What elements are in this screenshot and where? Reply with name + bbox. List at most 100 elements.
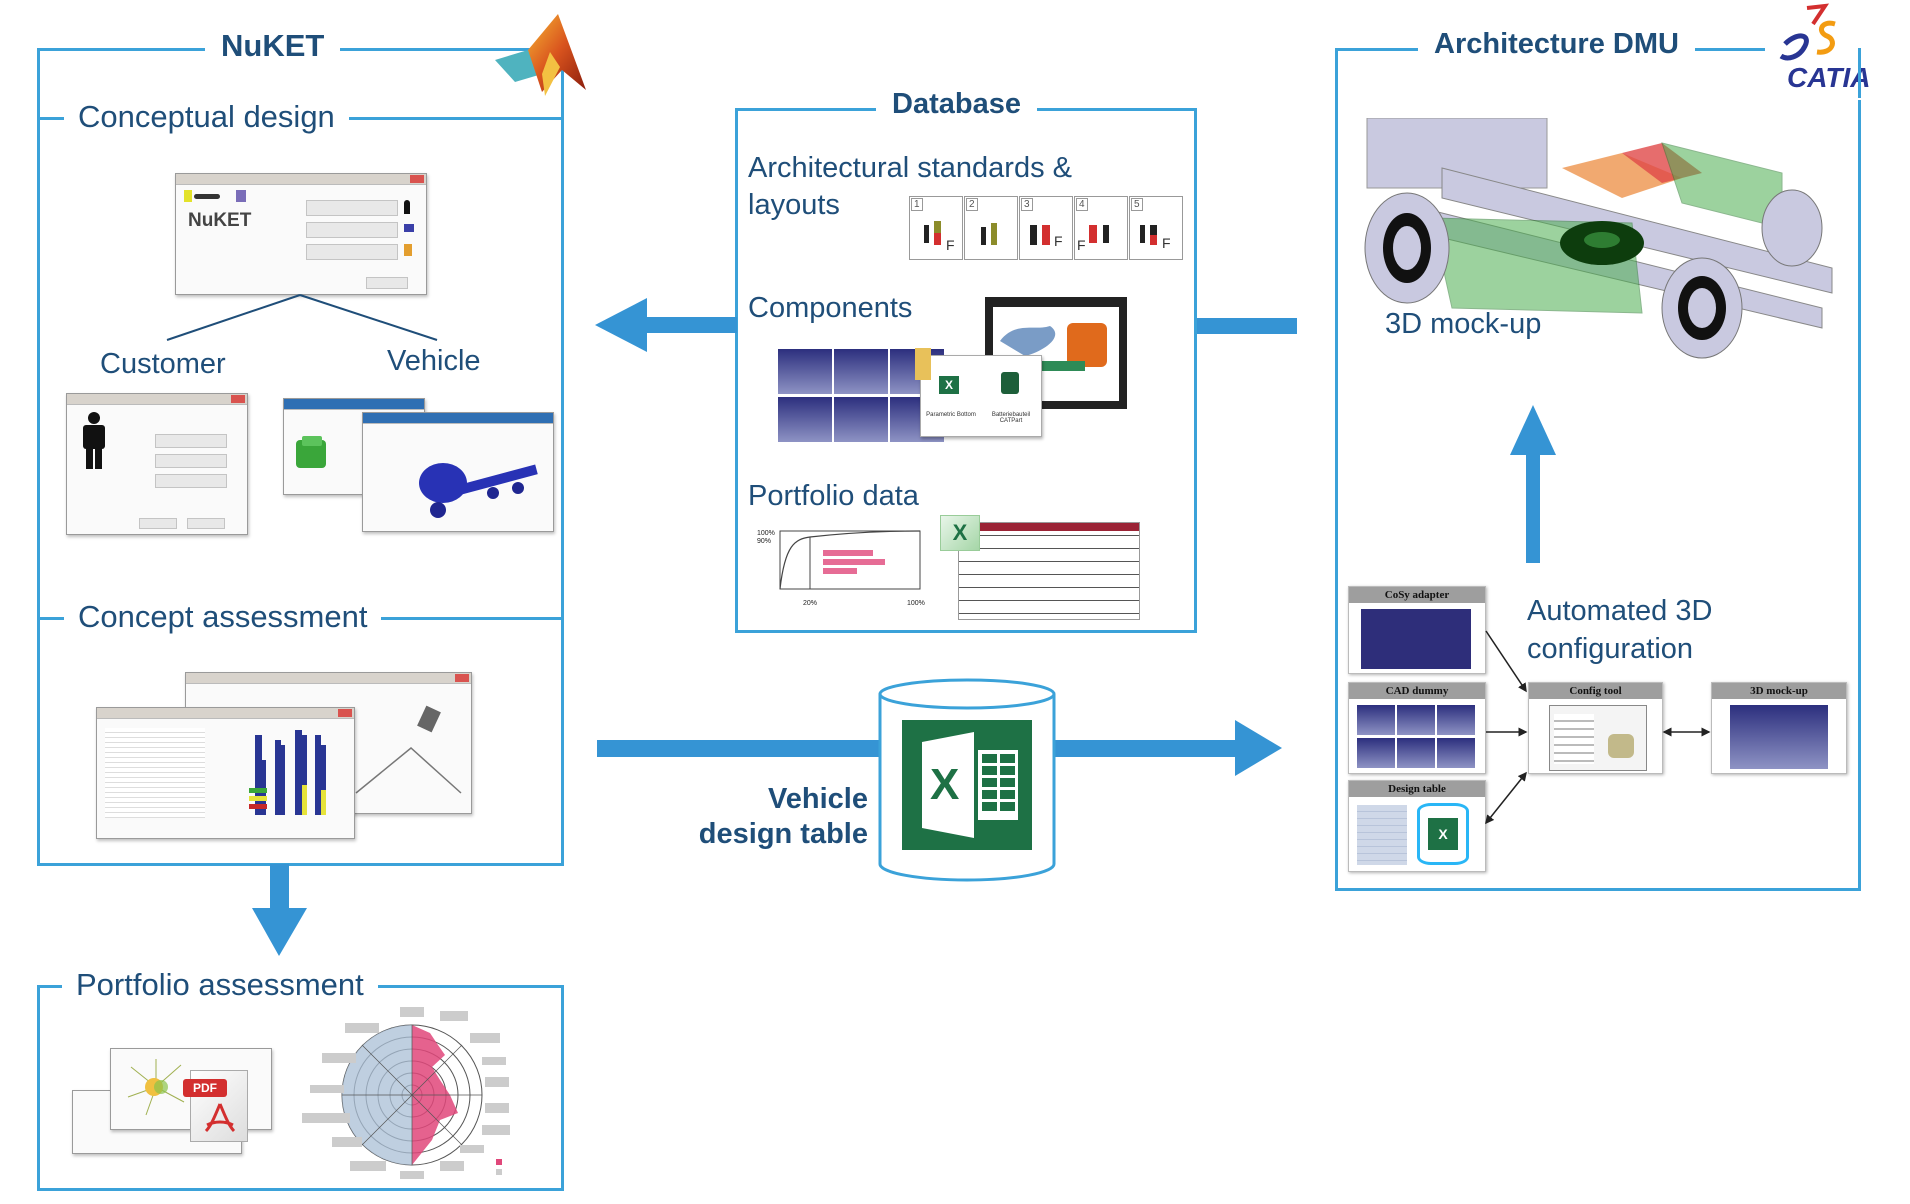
architecture-dmu-title: Architecture DMU xyxy=(1418,28,1695,61)
design-table-sheet xyxy=(1357,805,1407,865)
excel-file-icon: X xyxy=(939,376,959,394)
vehicle-label: Vehicle xyxy=(387,345,481,377)
layout-mark: F xyxy=(946,237,955,253)
acrobat-icon xyxy=(204,1103,236,1133)
customer-window xyxy=(66,393,248,535)
excel-icon: X xyxy=(902,720,1032,850)
network-graph xyxy=(127,1059,185,1116)
arrow-up-to-mockup xyxy=(1510,405,1556,563)
arrow-database-to-nuket xyxy=(595,298,737,352)
customer-button-1[interactable] xyxy=(155,434,227,448)
concept-assessment-label: Concept assessment xyxy=(64,599,382,635)
nuket-app-icon-strip xyxy=(184,190,254,206)
concept-diagram xyxy=(355,705,462,794)
component-file-dialog: X Parametric Bottom Batteriebauteil CATP… xyxy=(915,348,1042,437)
3d-mockup-thumb xyxy=(1730,705,1828,769)
step-3d-mockup: 3D mock-up xyxy=(1711,682,1847,774)
conceptual-design-label: Conceptual design xyxy=(64,99,349,135)
dmu-frame-right-edge-overlay xyxy=(1858,48,1861,98)
pdf-badge: PDF xyxy=(183,1079,227,1097)
3ds-logo-icon xyxy=(1779,3,1836,61)
layout-number: 3 xyxy=(1021,198,1033,211)
automated-config-label-1: Automated 3D xyxy=(1527,595,1713,627)
portfolio-assessment-label: Portfolio assessment xyxy=(62,967,378,1003)
layout-thumb-4[interactable]: 4 F xyxy=(1074,196,1128,260)
catia-text: CATIA xyxy=(1787,62,1871,93)
folder-icon xyxy=(915,348,931,380)
nuket-app-logo: NuKET xyxy=(188,210,252,231)
arrow-design-table-to-dmu xyxy=(597,720,1282,776)
customer-label: Customer xyxy=(100,348,226,380)
concept-table xyxy=(105,728,205,818)
customer-button-cancel[interactable] xyxy=(187,518,225,529)
layout-thumbnails: 1 F 2 3 F 4 F 5 F xyxy=(909,196,1189,260)
nuket-app-button-portfolio[interactable] xyxy=(306,244,398,260)
excel-letter: X xyxy=(930,760,960,809)
automated-config-label-2: configuration xyxy=(1527,633,1694,665)
portfolio-data-label: Portfolio data xyxy=(748,480,919,512)
branch-lines xyxy=(166,294,438,341)
layout-number: 1 xyxy=(911,198,923,211)
step-config-tool: Config tool xyxy=(1528,682,1663,774)
step-label: CAD dummy xyxy=(1349,683,1485,699)
step-label: CoSy adapter xyxy=(1349,587,1485,603)
file-label-1: Parametric Bottom xyxy=(926,412,976,418)
layout-number: 4 xyxy=(1076,198,1088,211)
nuket-title: NuKET xyxy=(205,28,341,64)
layout-mark: F xyxy=(1054,233,1063,249)
person-icon xyxy=(404,200,410,214)
customer-button-ok[interactable] xyxy=(139,518,177,529)
radar-chart xyxy=(302,1007,510,1179)
portfolio-excel-icon: X xyxy=(940,515,980,551)
matlab-logo-icon xyxy=(495,14,586,96)
step-label: Design table xyxy=(1349,781,1485,797)
3d-mockup-label: 3D mock-up xyxy=(1385,308,1542,340)
person-silhouette-icon xyxy=(83,412,105,469)
design-table-excel-cylinder-icon: X xyxy=(1417,803,1469,865)
concept-bar-chart xyxy=(249,730,326,815)
vehicle-window-front xyxy=(362,412,554,532)
nuket-app-window: NuKET xyxy=(175,173,427,295)
arch-standards-label: Architectural standards & layouts xyxy=(748,152,1072,221)
layout-mark: F xyxy=(1077,237,1086,253)
cosy-adapter-screen xyxy=(1361,609,1471,669)
step-cosy-adapter: CoSy adapter xyxy=(1348,586,1486,674)
file-label-2: Batteriebauteil CATPart xyxy=(991,412,1031,424)
layout-thumb-3[interactable]: 3 F xyxy=(1019,196,1073,260)
excel-mini-icon: X xyxy=(1428,818,1458,850)
portfolio-data-chart: 100% 90% 20% 100% xyxy=(757,530,925,607)
nuket-app-button-customer[interactable] xyxy=(306,200,398,216)
components-label: Components xyxy=(748,292,913,324)
step-label: 3D mock-up xyxy=(1712,683,1846,699)
vehicle-design-table-label-2: design table xyxy=(698,818,868,850)
nuket-app-button-close[interactable] xyxy=(366,277,408,289)
y-tick-100: 100% xyxy=(757,530,775,537)
y-tick-90: 90% xyxy=(757,538,771,545)
customer-button-2[interactable] xyxy=(155,454,227,468)
portfolio-data-table xyxy=(958,522,1140,620)
3d-mockup-render xyxy=(1364,118,1833,359)
layout-thumb-1[interactable]: 1 F xyxy=(909,196,963,260)
arrow-down-to-portfolio xyxy=(252,864,307,956)
green-component-icon xyxy=(296,436,326,468)
config-tool-window xyxy=(1549,705,1647,771)
excel-sheet-glyph xyxy=(922,732,1018,838)
layout-thumb-5[interactable]: 5 F xyxy=(1129,196,1183,260)
vehicle-mini-icon xyxy=(404,224,414,232)
x-tick-100: 100% xyxy=(907,600,925,607)
customer-button-3[interactable] xyxy=(155,474,227,488)
layout-mark: F xyxy=(1162,235,1171,251)
blue-truck-icon xyxy=(419,463,538,518)
connector-database-to-dmu xyxy=(1197,318,1297,334)
pdf-file-icon: PDF xyxy=(183,1070,248,1142)
layout-number: 5 xyxy=(1131,198,1143,211)
nuket-app-button-vehicle[interactable] xyxy=(306,222,398,238)
layout-number: 2 xyxy=(966,198,978,211)
concept-window-front xyxy=(96,707,355,839)
catpart-file-icon xyxy=(1001,372,1019,394)
step-design-table: Design table X xyxy=(1348,780,1486,872)
catia-logo: CATIA xyxy=(1765,0,1900,100)
truck-components-render xyxy=(1000,323,1107,371)
step-connectors xyxy=(1485,630,1711,825)
layout-thumb-2[interactable]: 2 xyxy=(964,196,1018,260)
